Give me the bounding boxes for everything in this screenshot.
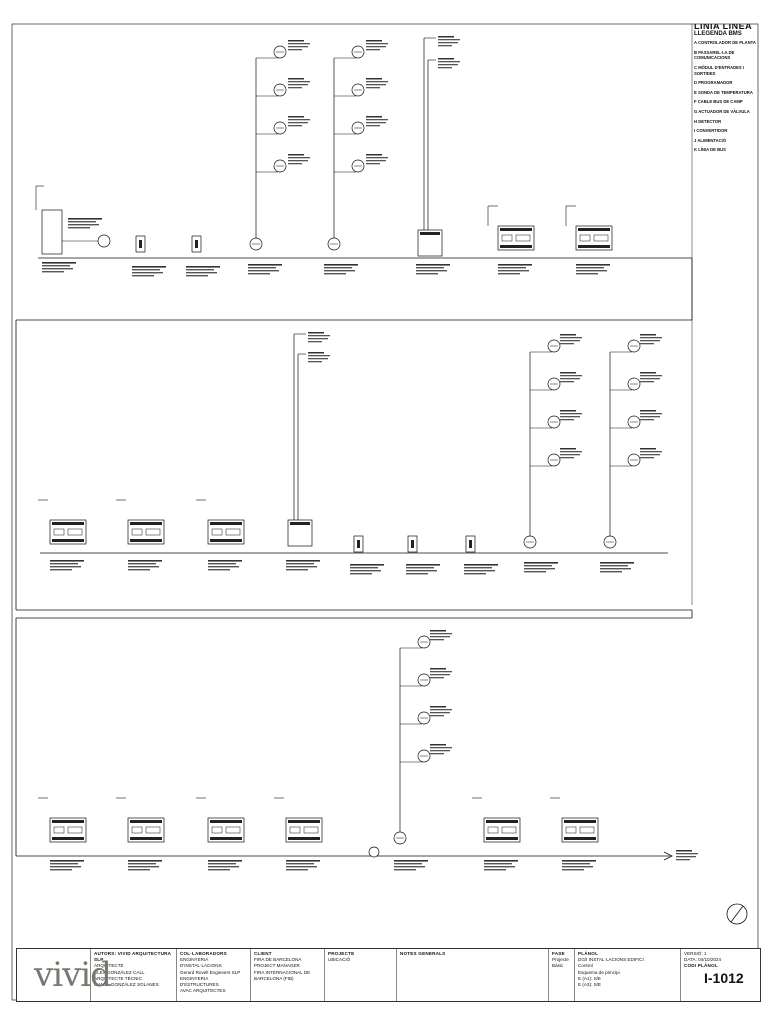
phase-heading: FASE [552,951,565,956]
phase-line: Projecte [552,957,569,963]
legend-item: J ALIMENTACIÓ [694,137,727,143]
authors-line: ARQUITECTE TÈCNIC [94,975,142,981]
client-line: PROJECT MANAGER [254,963,300,969]
legend: LINIA LINEA LLEGENDA BMS A CONTROLADOR D… [694,24,756,604]
legend-item: D PROGRAMADOR [694,80,733,86]
legend-item: I CONVERTIDOR [694,128,728,134]
vivid-logo: vivid [34,955,112,995]
legend-item: B PASSAREL·LA DE COMUNICACIONS [694,49,735,61]
authors-heading: AUTORS: VIVID ARQUITECTURA SLP [94,951,171,963]
row-2-bus [15,320,693,619]
legend-item: C MÒDUL D'ENTRADES I SORTIDES [694,64,745,76]
plan-line: Control [578,963,593,969]
authors-line: MANEL GONZÁLEZ SOLANES [94,982,159,988]
legend-item: H DETECTOR [694,118,722,124]
title-block: AUTORS: VIVID ARQUITECTURA SLP ARQUITECT… [16,948,761,1002]
notes-heading: NOTES GENERALS [400,951,446,956]
legend-item: K LÍNIA DE BUS [694,147,726,153]
scale-b: E (A3): S/E [578,982,601,988]
authors-line: ALEX GONZÁLEZ CALL [94,969,145,975]
collaborators-line: AVAC ARQUITECTES [180,988,226,994]
authors-line: ARQUITECTE [94,963,124,969]
legend-item: F CABLE BUS DE CAMP [694,99,743,105]
client-line: FIRA DE BARCELONA [254,957,302,963]
collaborators-line: Gerard Rovell Engineers SLP [180,969,241,975]
row-3-bus [15,618,673,861]
legend-item: A CONTROLADOR DE PLANTA [694,40,756,46]
row-1-devices [35,36,613,277]
electrical-panel [41,209,63,255]
plan-number: I-1012 [704,970,744,986]
row-3-devices [38,630,698,871]
client-line: FIRA INTERNACIONAL DE BARCELONA (FIB) [254,969,311,981]
collaborators-heading: COL·LABORADORS [180,951,227,956]
phase-line: Bàsic [552,963,564,969]
row-2-devices [38,332,662,575]
plan-code-label: CODI PLÀNOL [684,963,718,969]
plan-heading: PLÀNOL [578,951,599,956]
drawing-border [11,23,759,1001]
date: DATA: 04/10/2024 [684,957,722,963]
legend-title: LINIA LINEA [694,24,753,31]
legend-item: G ACTUADOR DE VÀLVULA [694,108,750,114]
project-heading: PROJECTE [328,951,355,956]
plan-line: DG/I INSTAL·LACIONS EDIFICI [578,957,644,963]
version: VERSIÓ: 1 [684,951,707,956]
collaborators-line: ENGINYERIA D'ESTRUCTURES [180,975,219,988]
client-heading: CLIENT [254,951,272,956]
collaborators-line: ENGINYERIA D'INSTAL·LACIONS [180,957,222,969]
legend-item: E SONDA DE TEMPERATURA [694,89,753,95]
legend-subtitle: LLEGENDA BMS [694,30,742,37]
plan-line: Esquema de principi [578,969,620,975]
row-1-bus [16,257,693,321]
project-line: UBICACIÓ [328,957,351,963]
scale-a: E (A1): S/E [578,975,601,981]
